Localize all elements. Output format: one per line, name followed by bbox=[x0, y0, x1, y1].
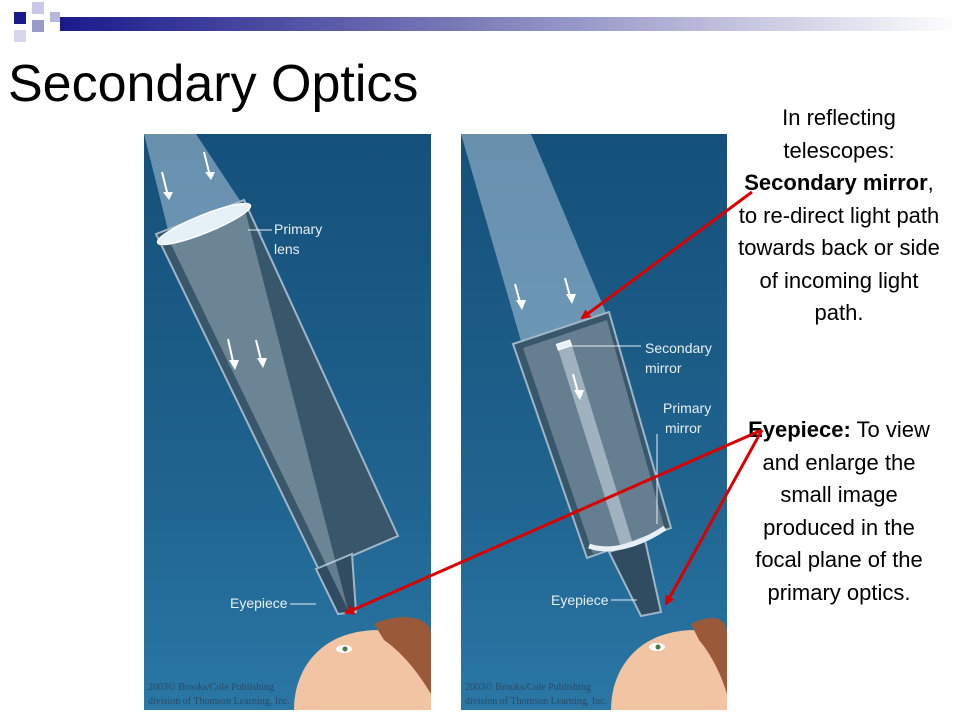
primary-mirror-label: Primary bbox=[663, 400, 711, 416]
light-cone bbox=[168, 206, 348, 610]
credit-line-1: 2003© Brooks/Cole Publishing bbox=[148, 682, 274, 693]
secondary-mirror-note: In reflecting telescopes: Secondary mirr… bbox=[738, 102, 940, 330]
slide-title: Secondary Optics bbox=[8, 55, 419, 113]
eyepiece-label: Eyepiece bbox=[230, 595, 288, 611]
note-secondary-term: Secondary mirror bbox=[744, 170, 928, 196]
eyepiece-label: Eyepiece bbox=[551, 592, 609, 608]
primary-lens-label: Primary bbox=[274, 221, 322, 237]
primary-mirror-label-line2: mirror bbox=[665, 420, 702, 436]
note-secondary-description: , to re-direct light path towards back o… bbox=[738, 170, 940, 326]
secondary-mirror-label: Secondary bbox=[645, 340, 712, 356]
secondary-mirror-icon bbox=[555, 339, 573, 351]
refracting-telescope-diagram: Primary lens Eyepiece 2003© Brooks/Cole … bbox=[144, 134, 431, 710]
secondary-mirror-label-line2: mirror bbox=[645, 360, 682, 376]
credit-line-2: division of Thomson Learning, Inc. bbox=[465, 696, 607, 707]
primary-lens-icon bbox=[156, 202, 252, 246]
note-eyepiece-description: To view and enlarge the small image prod… bbox=[755, 417, 930, 605]
reflecting-telescope-diagram: Secondary mirror Primary mirror Eyepiece… bbox=[461, 134, 727, 710]
viewer-face-icon bbox=[611, 630, 727, 710]
credit-line-2: division of Thomson Learning, Inc. bbox=[148, 696, 290, 707]
credit-line-1: 2003© Brooks/Cole Publishing bbox=[465, 682, 591, 693]
note-intro: In reflecting telescopes: bbox=[782, 105, 896, 163]
note-eyepiece-term: Eyepiece: bbox=[748, 417, 851, 442]
primary-lens-label-line2: lens bbox=[274, 241, 300, 257]
eyepiece-note: Eyepiece: To view and enlarge the small … bbox=[738, 414, 940, 609]
header-decoration bbox=[14, 2, 960, 42]
